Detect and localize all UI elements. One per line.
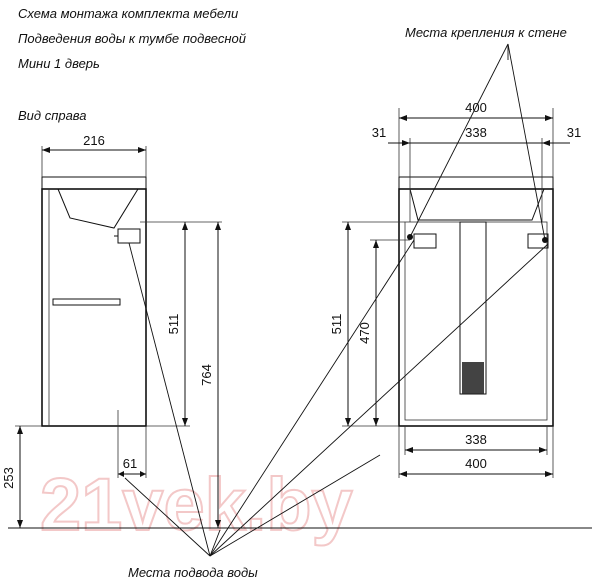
- side-view-label: Вид справа: [18, 108, 87, 123]
- front-basin-bowl: [409, 188, 545, 221]
- water-supply-label: Места подвода воды: [128, 565, 258, 580]
- dim-front-bottom-400: 400: [465, 456, 487, 471]
- water-leader-front-right: [209, 243, 549, 557]
- front-cabinet-body: [398, 188, 554, 427]
- front-view: 400 338 31 31 511 470 338 400: [329, 100, 581, 478]
- dim-front-470: 470: [357, 322, 372, 344]
- header-line-3: Мини 1 дверь: [18, 56, 100, 71]
- leader-lines: [124, 43, 549, 557]
- dim-side-width: 216: [83, 133, 105, 148]
- wall-mount-leader-right: [507, 43, 546, 241]
- side-basin-bowl: [57, 188, 139, 229]
- dim-front-right-31: 31: [567, 125, 581, 140]
- dim-front-top-338: 338: [465, 125, 487, 140]
- wall-mount-leader-left: [409, 43, 509, 238]
- wall-mount-label: Места крепления к стене: [405, 25, 567, 40]
- side-basin-top: [41, 176, 147, 190]
- front-left-valve: [413, 233, 437, 249]
- dim-front-bottom-338: 338: [465, 432, 487, 447]
- header-line-2: Подведения воды к тумбе подвесной: [18, 31, 246, 46]
- dim-side-61: 61: [123, 456, 137, 471]
- side-cabinet-body: [41, 188, 147, 427]
- dim-floor-253: 253: [1, 467, 16, 489]
- front-right-valve: [527, 233, 549, 249]
- water-leader-front-left: [209, 239, 415, 557]
- water-leader-side-floor: [124, 477, 211, 557]
- side-shelf: [52, 298, 121, 306]
- side-water-valve: [117, 228, 141, 244]
- dim-side-511: 511: [166, 314, 181, 335]
- header-line-1: Схема монтажа комплекта мебели: [18, 6, 238, 21]
- dim-front-511: 511: [329, 314, 344, 335]
- dim-front-left-31: 31: [372, 125, 386, 140]
- water-leader-side-valve: [128, 242, 211, 557]
- side-view: 216 511 764 61 253: [1, 133, 222, 528]
- dim-side-764: 764: [199, 364, 214, 386]
- front-basin-top: [398, 176, 554, 190]
